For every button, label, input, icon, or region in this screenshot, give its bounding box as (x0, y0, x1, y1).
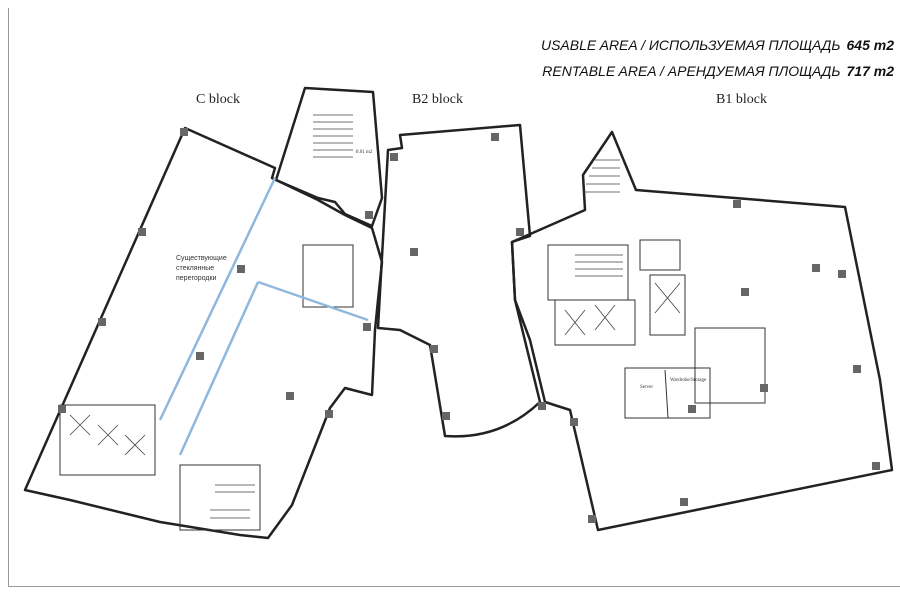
glass-partitions-note: Существующие стеклянные перегородки (176, 254, 227, 284)
b1-lifts (554, 299, 636, 346)
c-stair-bottom (179, 464, 261, 531)
c-lift-core (59, 404, 156, 476)
c-wc-core (302, 244, 354, 308)
b1-wc (694, 327, 766, 404)
b1-block-outline (510, 130, 894, 532)
note-line: стеклянные (176, 265, 215, 272)
columns (58, 128, 880, 523)
wardrobe-label: Wardrobe/Storage (670, 378, 707, 383)
c-block-label: C block (196, 92, 240, 107)
glass-partitions (158, 177, 369, 456)
usable-area: USABLE AREA / ИСПОЛЬЗУЕМАЯ ПЛОЩАДЬ 645 m2 (541, 37, 894, 53)
b1-block-label: B1 block (716, 92, 767, 107)
server-room-label: Server (640, 385, 654, 390)
b2-block-outline (376, 123, 542, 438)
note-line: перегородки (176, 275, 217, 282)
b1-lift-big (649, 274, 686, 336)
small-room-area: 8.01 m2 (356, 150, 373, 155)
rentable-area-label: RENTABLE AREA / АРЕНДУЕМАЯ ПЛОЩАДЬ (542, 63, 841, 79)
c-block-outline (23, 126, 384, 540)
rentable-area: RENTABLE AREA / АРЕНДУЕМАЯ ПЛОЩАДЬ 717 m2 (542, 63, 894, 79)
b2-block-label: B2 block (412, 92, 463, 107)
drawing-frame (8, 8, 900, 587)
b1-lift-small (639, 239, 681, 271)
rentable-area-value: 717 m2 (846, 63, 894, 79)
b1-stair (547, 244, 629, 301)
usable-area-value: 645 m2 (846, 37, 894, 53)
note-line: Существующие (176, 255, 227, 262)
c-stair-core (274, 86, 384, 228)
usable-area-label: USABLE AREA / ИСПОЛЬЗУЕМАЯ ПЛОЩАДЬ (540, 37, 841, 53)
